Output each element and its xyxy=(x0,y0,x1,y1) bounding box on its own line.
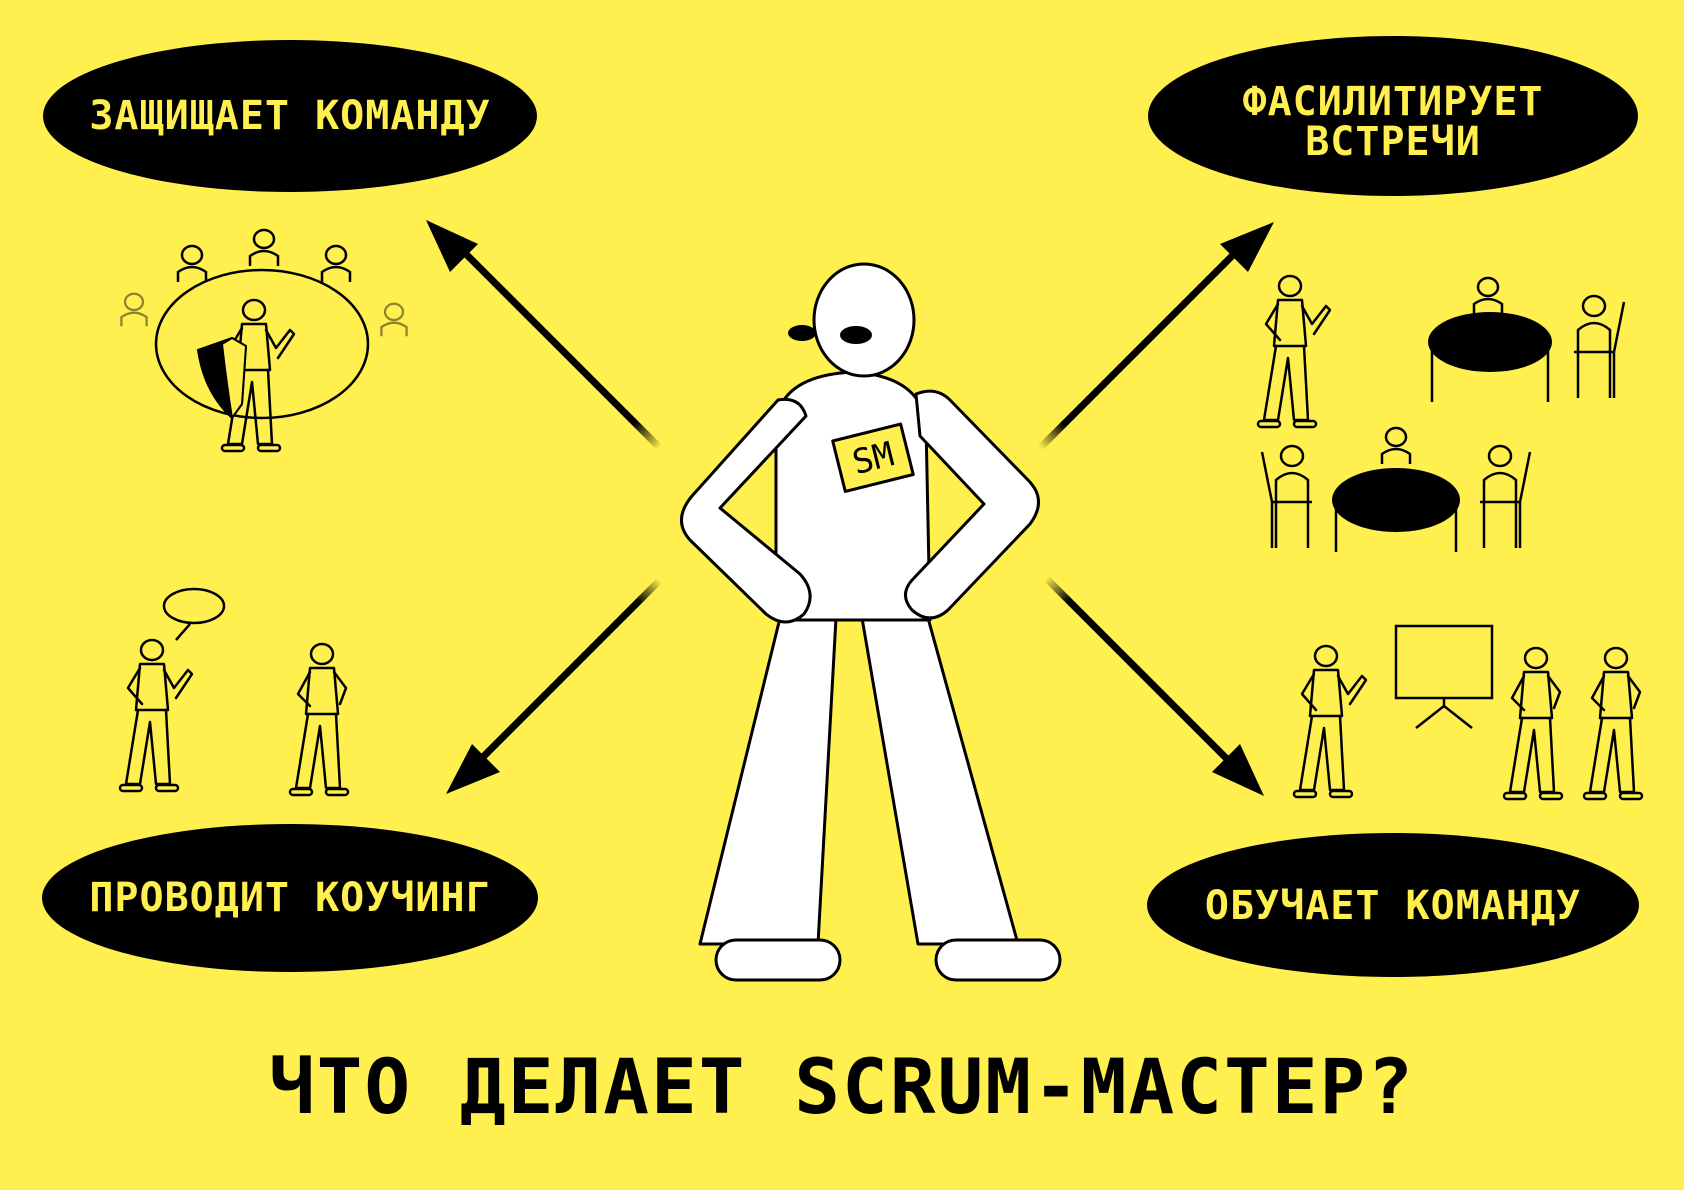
oval-protects xyxy=(43,40,537,192)
label-facilitates-line1: ФАСИЛИТИРУЕТ xyxy=(1242,79,1544,125)
label-facilitates-line2: ВСТРЕЧИ xyxy=(1305,119,1481,165)
label-coaching-text: ПРОВОДИТ КОУЧИНГ xyxy=(89,875,491,921)
arrow-teaches xyxy=(1043,575,1264,796)
sm-badge xyxy=(831,422,915,493)
label-teaches: ОБУЧАЕТ КОМАНДУ xyxy=(1148,876,1638,936)
label-protects: ЗАЩИЩАЕТ КОМАНДУ xyxy=(44,86,536,146)
label-facilitates: ФАСИЛИТИРУЕТ ВСТРЕЧИ xyxy=(1148,72,1638,172)
sm-badge-text: SM xyxy=(849,434,898,483)
label-teaches-text: ОБУЧАЕТ КОМАНДУ xyxy=(1204,883,1582,929)
eye-left xyxy=(788,325,816,341)
label-protects-text: ЗАЩИЩАЕТ КОМАНДУ xyxy=(89,93,491,139)
oval-facilitates xyxy=(1148,36,1638,196)
page-title: ЧТО ДЕЛАЕТ SCRUM-МАСТЕР? xyxy=(268,1042,1416,1131)
arrow-facilitates xyxy=(1037,222,1274,451)
eye-right xyxy=(840,326,872,344)
label-coaching: ПРОВОДИТ КОУЧИНГ xyxy=(44,868,536,928)
arrow-protects xyxy=(426,220,663,451)
coaching-illustration xyxy=(118,587,350,797)
protect-illustration xyxy=(120,228,408,453)
oval-teaches xyxy=(1147,833,1639,977)
facilitate-illustration xyxy=(1256,274,1626,552)
arrow-coaching xyxy=(446,577,663,794)
teaching-illustration xyxy=(1292,624,1644,801)
oval-coaching xyxy=(42,824,538,972)
scrum-master-figure: SM xyxy=(680,262,1062,982)
